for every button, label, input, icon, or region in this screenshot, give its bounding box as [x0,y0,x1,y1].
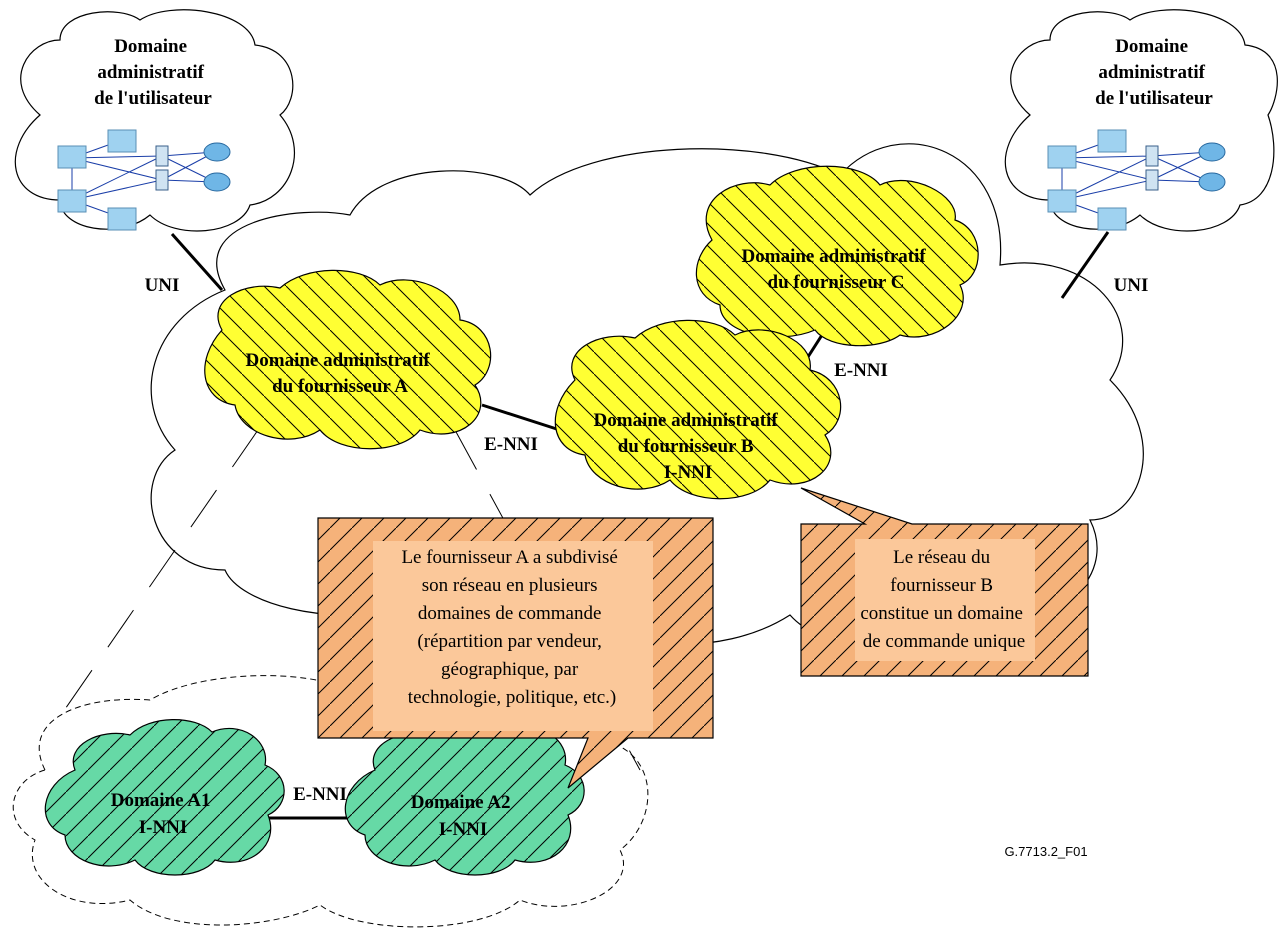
user-devices-right [1047,129,1226,231]
switch-icon [57,189,87,213]
switch-icon [1097,207,1127,231]
provider-c-label: Domaine administratif du fournisseur C [742,246,931,293]
callout-a-text: Le fournisseur A a subdivisé son réseau … [401,547,622,708]
user-domain-left-label: Domaine administratif de l'utilisateur [94,36,212,109]
provider-a-label: Domaine administratif du fournisseur A [246,350,435,397]
enni-label-bc: E-NNI [834,360,888,381]
server-icon [1145,169,1159,191]
uni-label-left: UNI [145,275,180,296]
switch-icon [1047,145,1077,169]
callout-provider-a [317,517,714,789]
router-icon [203,172,231,192]
domain-a1-cloud [44,719,285,876]
router-icon [203,142,231,162]
enni-link-ab [481,403,567,434]
server-icon [1145,145,1159,167]
zoom-line-left [51,429,259,729]
uni-link-right [1060,231,1110,299]
callout-b-text-bg [855,539,1035,661]
provider-a-cloud [204,269,492,450]
uni-link-left [170,233,224,291]
router-icon [1198,172,1226,192]
enni-label-a1a2: E-NNI [293,784,347,805]
switch-icon [1097,129,1127,153]
provider-b-cloud [554,319,842,500]
user-domain-right-label: Domaine administratif de l'utilisateur [1095,36,1213,109]
server-icon [155,145,169,167]
figure-reference: G.7713.2_F01 [1004,844,1087,859]
provider-b-label: Domaine administratif du fournisseur B I… [594,410,783,483]
switch-icon [1047,189,1077,213]
domain-a2-label: Domaine A2 I-NNI [411,792,516,840]
enni-label-ab: E-NNI [484,434,538,455]
switch-icon [57,145,87,169]
switch-icon [107,129,137,153]
callout-provider-b [800,487,1089,677]
callout-a-text-bg [373,541,653,731]
switch-icon [107,207,137,231]
provider-c-cloud [695,165,979,347]
uni-label-right: UNI [1114,275,1149,296]
router-icon [1198,142,1226,162]
domain-a1-label: Domaine A1 I-NNI [111,790,216,838]
server-icon [155,169,169,191]
provider-a-subdivision-cloud [12,675,649,928]
callout-b-text: Le réseau du fournisseur B constitue un … [860,547,1027,652]
user-devices-left [57,129,231,231]
